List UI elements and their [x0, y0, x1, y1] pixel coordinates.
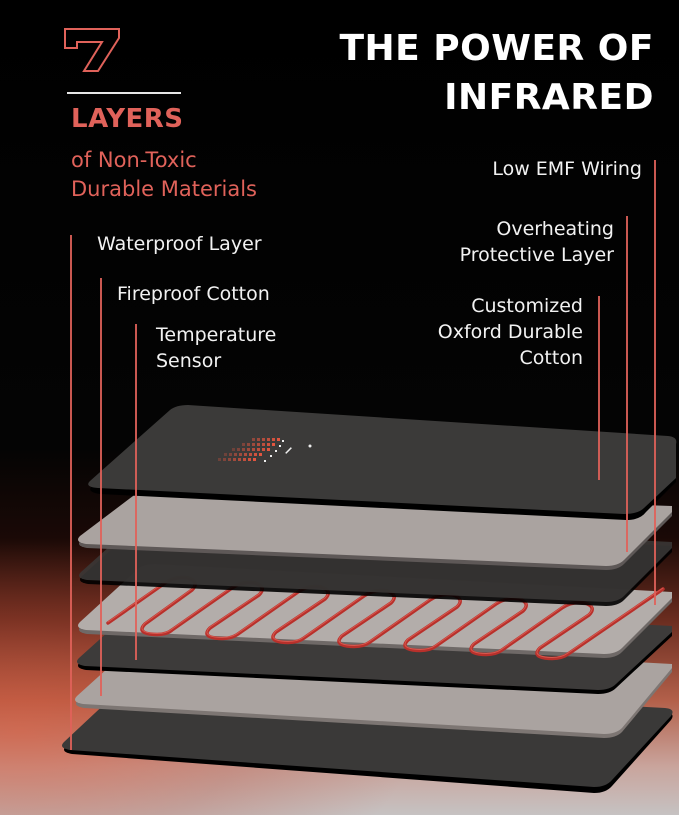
label-oxford-line-1: Customized	[471, 295, 583, 317]
headline-line-2: INFRARED	[444, 77, 654, 118]
callout-line-oxford	[598, 296, 600, 480]
callout-line-overheating	[626, 216, 628, 552]
callout-line-low-emf	[654, 160, 656, 605]
layers-subtitle: of Non-Toxic Durable Materials	[71, 146, 257, 204]
headline-line-1: THE POWER OF	[339, 28, 654, 69]
label-oxford-durable-cotton: Customized Oxford Durable Cotton	[438, 293, 583, 371]
label-low-emf-wiring: Low EMF Wiring	[492, 158, 642, 180]
layers-title: LAYERS	[71, 104, 184, 134]
label-oxford-line-2: Oxford Durable	[437, 321, 583, 343]
label-temperature-sensor-line-2: Sensor	[156, 350, 222, 372]
callout-line-temperature-sensor	[135, 324, 137, 660]
label-temperature-sensor: Temperature Sensor	[156, 322, 276, 374]
subtitle-line-1: of Non-Toxic	[71, 148, 197, 172]
headline: THE POWER OF INFRARED	[339, 24, 654, 122]
brand-logo-mark	[218, 438, 312, 462]
label-overheating-line-2: Protective Layer	[459, 244, 614, 266]
layer-top-surface	[88, 405, 677, 520]
callout-line-fireproof	[100, 278, 102, 696]
label-overheating-protective-layer: Overheating Protective Layer	[460, 216, 614, 268]
divider-rule	[67, 92, 181, 94]
label-oxford-line-3: Cotton	[519, 347, 583, 369]
callout-line-waterproof	[70, 235, 72, 750]
label-waterproof-layer: Waterproof Layer	[97, 233, 262, 255]
label-overheating-line-1: Overheating	[496, 218, 614, 240]
subtitle-line-2: Durable Materials	[71, 177, 257, 201]
seven-outline-numeral	[64, 28, 120, 72]
label-temperature-sensor-line-1: Temperature	[156, 324, 277, 346]
label-fireproof-cotton: Fireproof Cotton	[117, 283, 270, 305]
